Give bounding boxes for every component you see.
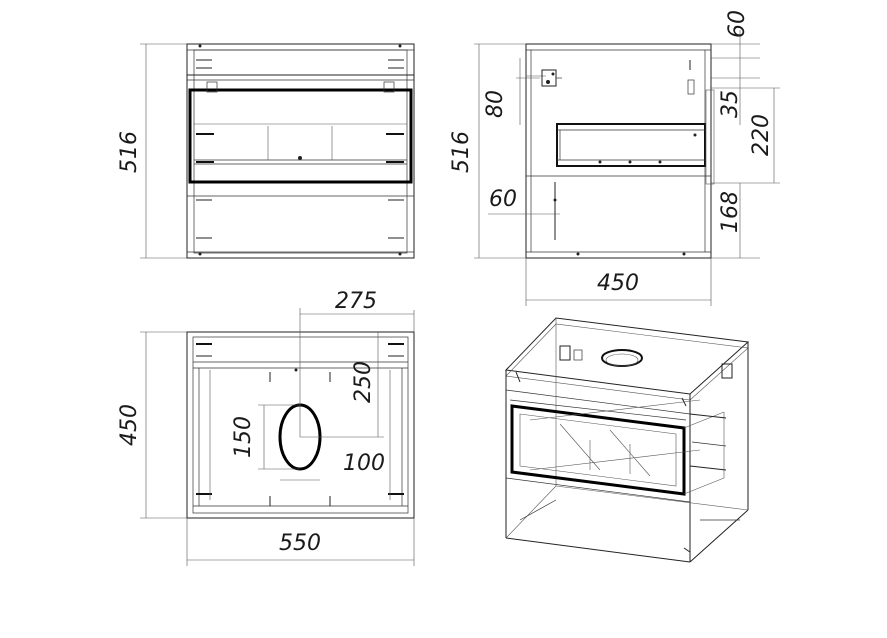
side-outline — [525, 43, 712, 259]
front-height-label: 516 — [117, 131, 142, 173]
top-depth-label: 450 — [117, 404, 142, 446]
top-width-label: 550 — [279, 531, 321, 556]
top-hole-height-label: 150 — [231, 416, 256, 458]
top-view: 275 450 250 150 100 550 — [117, 289, 415, 566]
side-depth-label: 450 — [597, 271, 639, 296]
side-drawer-box — [556, 123, 706, 167]
top-dim-250: 250 — [351, 361, 376, 403]
side-dim-60-top: 60 — [725, 10, 750, 38]
front-inner-outline — [193, 49, 408, 254]
side-dim-80: 80 — [483, 90, 508, 118]
front-drawer-face — [188, 88, 413, 184]
front-view: 516 — [117, 43, 415, 259]
front-outline — [186, 43, 415, 259]
side-dim-168: 168 — [718, 191, 743, 233]
top-offset-label: 275 — [335, 289, 377, 314]
iso-drain-hole — [601, 349, 643, 367]
side-height-label: 516 — [449, 131, 474, 173]
side-dim-35: 35 — [718, 90, 743, 118]
top-outline — [186, 331, 415, 519]
side-view: 516 60 80 35 220 60 168 450 — [449, 10, 780, 306]
side-dim-60-left: 60 — [489, 187, 517, 212]
side-dim-220: 220 — [749, 114, 774, 156]
top-hole-width-label: 100 — [343, 451, 385, 476]
isometric-view — [504, 317, 750, 563]
